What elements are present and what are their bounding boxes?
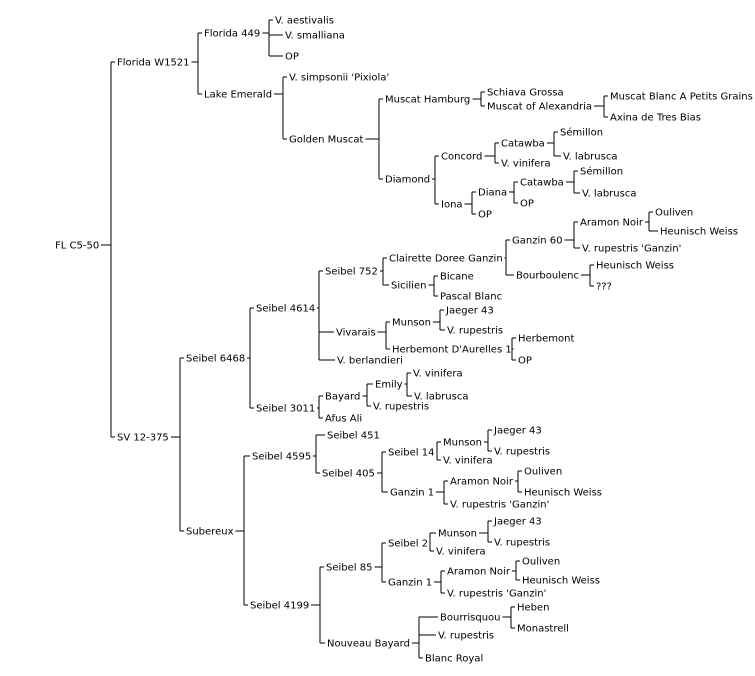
node-afus-ali: Afus Ali — [325, 414, 362, 425]
node-catawba: Catawba — [501, 139, 545, 150]
node-muscat-hamburg: Muscat Hamburg — [385, 95, 470, 106]
node-monastrell: Monastrell — [517, 624, 569, 635]
node-concord: Concord — [441, 152, 482, 163]
node-munson: Munson — [392, 318, 431, 329]
node-nouveau-bayard: Nouveau Bayard — [327, 639, 410, 650]
node-aramon-noir: Aramon Noir — [580, 218, 644, 229]
node-seibel-405: Seibel 405 — [322, 469, 375, 480]
node-v-vinifera: V. vinifera — [501, 159, 551, 170]
node-v-rupestris: V. rupestris — [447, 326, 503, 337]
node-aramon-noir: Aramon Noir — [450, 477, 514, 488]
node-pascal-blanc: Pascal Blanc — [440, 292, 502, 303]
node-muscat-blanc-a-petits-grains: Muscat Blanc A Petits Grains — [610, 92, 753, 103]
node-seibel-752: Seibel 752 — [325, 267, 378, 278]
node-herbemont-d-aurelles-1: Herbemont D'Aurelles 1 — [392, 345, 512, 356]
node-catawba: Catawba — [520, 178, 564, 189]
node-seibel-6468: Seibel 6468 — [186, 354, 245, 365]
node-seibel-451: Seibel 451 — [327, 431, 380, 442]
node-v-labrusca: V. labrusca — [414, 392, 468, 403]
node-schiava-grossa: Schiava Grossa — [487, 88, 564, 99]
node-v-labrusca: V. labrusca — [582, 189, 636, 200]
node-aramon-noir: Aramon Noir — [447, 567, 511, 578]
node-munson: Munson — [438, 529, 477, 540]
node-heunisch-weiss: Heunisch Weiss — [660, 227, 738, 238]
node-v-smalliana: V. smalliana — [285, 31, 345, 42]
node-seibel-3011: Seibel 3011 — [256, 404, 315, 415]
node-seibel-14: Seibel 14 — [388, 448, 434, 459]
node-op: OP — [478, 210, 492, 221]
node-seibel-4595: Seibel 4595 — [252, 452, 311, 463]
node-ouliven: Ouliven — [655, 208, 693, 219]
node-jaeger-43: Jaeger 43 — [445, 306, 494, 317]
node-v-rupestris: V. rupestris — [494, 447, 550, 458]
node-florida-w1521: Florida W1521 — [117, 58, 190, 69]
node-op: OP — [520, 199, 534, 210]
node-diamond: Diamond — [385, 175, 430, 186]
node-v-vinifera: V. vinifera — [413, 369, 463, 380]
node-ganzin-1: Ganzin 1 — [388, 578, 432, 589]
node-muscat-of-alexandria: Muscat of Alexandria — [487, 102, 592, 113]
node-heunisch-weiss: Heunisch Weiss — [596, 261, 674, 272]
node-s-millon: Sémillon — [580, 166, 623, 178]
node-op: OP — [518, 356, 532, 367]
node-fl-c5-50: FL C5-50 — [55, 241, 99, 252]
node-seibel-4614: Seibel 4614 — [256, 304, 315, 315]
node-diana: Diana — [478, 188, 507, 199]
node-emily: Emily — [375, 380, 403, 391]
node-seibel-2: Seibel 2 — [388, 539, 428, 550]
node-ouliven: Ouliven — [524, 467, 562, 478]
node-clairette-doree-ganzin: Clairette Doree Ganzin — [389, 254, 503, 265]
node-bourrisquou: Bourrisquou — [440, 613, 501, 624]
node-jaeger-43: Jaeger 43 — [493, 517, 542, 528]
node-golden-muscat: Golden Muscat — [289, 135, 363, 146]
node-v-vinifera: V. vinifera — [443, 456, 493, 467]
node-unknown: ??? — [596, 282, 612, 293]
node-jaeger-43: Jaeger 43 — [493, 426, 542, 437]
node-florida-449: Florida 449 — [204, 29, 260, 40]
node-v-aestivalis: V. aestivalis — [275, 16, 334, 27]
node-seibel-85: Seibel 85 — [326, 563, 372, 574]
node-herbemont: Herbemont — [518, 334, 574, 345]
node-v-labrusca: V. labrusca — [563, 152, 617, 163]
node-v-rupestris-ganzin: V. rupestris 'Ganzin' — [582, 244, 681, 255]
node-munson: Munson — [443, 438, 482, 449]
node-heunisch-weiss: Heunisch Weiss — [522, 576, 600, 587]
node-blanc-royal: Blanc Royal — [425, 654, 483, 665]
tree-labels: FL C5-50 Florida W1521 Florida 449 V. aesti… — [55, 16, 753, 665]
node-heben: Heben — [517, 603, 550, 614]
node-heunisch-weiss: Heunisch Weiss — [524, 488, 602, 499]
node-ganzin-1: Ganzin 1 — [390, 488, 434, 499]
node-ouliven: Ouliven — [522, 557, 560, 568]
node-seibel-4199: Seibel 4199 — [250, 601, 309, 612]
node-subereux: Subereux — [186, 527, 234, 538]
node-iona: Iona — [441, 200, 463, 211]
node-op: OP — [285, 52, 299, 63]
node-v-rupestris: V. rupestris — [438, 631, 494, 642]
node-v-rupestris: V. rupestris — [494, 538, 550, 549]
node-sicilien: Sicilien — [391, 281, 426, 292]
node-vivarais: Vivarais — [336, 328, 376, 339]
node-v-rupestris-ganzin: V. rupestris 'Ganzin' — [447, 589, 546, 600]
node-sv-12-375: SV 12-375 — [117, 433, 169, 444]
node-v-vinifera: V. vinifera — [436, 547, 486, 558]
node-axina-de-tres-bias: Axina de Tres Bias — [610, 113, 701, 124]
node-v-rupestris: V. rupestris — [373, 402, 429, 413]
node-v-simpsonii-pixiola: V. simpsonii 'Pixiola' — [289, 73, 389, 84]
node-v-berlandieri: V. berlandieri — [337, 356, 403, 367]
node-ganzin-60: Ganzin 60 — [512, 236, 562, 247]
node-bayard: Bayard — [325, 392, 360, 403]
node-s-millon: Sémillon — [560, 127, 603, 139]
tree-connectors — [101, 19, 658, 659]
node-bourboulenc: Bourboulenc — [516, 271, 579, 282]
node-v-rupestris-ganzin: V. rupestris 'Ganzin' — [450, 500, 549, 511]
node-bicane: Bicane — [440, 272, 474, 283]
node-lake-emerald: Lake Emerald — [204, 90, 272, 101]
